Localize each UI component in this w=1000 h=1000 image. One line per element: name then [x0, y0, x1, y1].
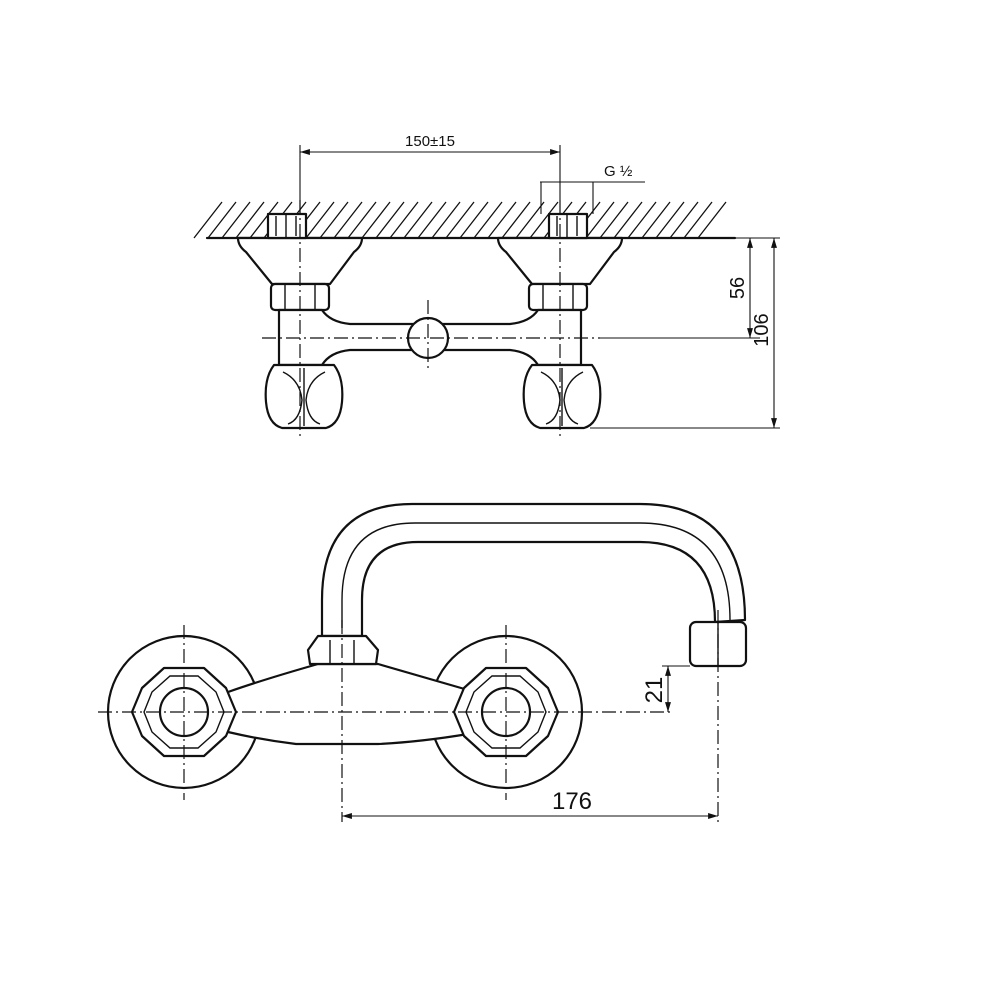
hatch-line: [683, 201, 713, 239]
spout-drop-label: 21: [641, 677, 668, 704]
hatch-line: [515, 201, 545, 239]
hatch-line: [319, 201, 349, 239]
hatch-line: [445, 201, 475, 239]
hatch-line: [473, 201, 503, 239]
hatch-line: [697, 201, 727, 239]
hatch-line: [221, 201, 251, 239]
hatch-line: [655, 201, 685, 239]
hatch-line: [235, 201, 265, 239]
spout-pipe: [320, 502, 747, 638]
hatch-line: [529, 201, 559, 239]
thread-label: G ½: [604, 163, 633, 180]
right-inlet-stub: [547, 212, 589, 240]
hatch-line: [347, 201, 377, 239]
hatch-line: [417, 201, 447, 239]
hatch-line: [431, 201, 461, 239]
hatch-line: [375, 201, 405, 239]
hatch-line: [207, 201, 237, 239]
hatch-line: [613, 201, 643, 239]
hatch-line: [599, 201, 629, 239]
hatch-line: [389, 201, 419, 239]
spout-reach-label: 176: [552, 788, 592, 815]
total-height-label: 106: [751, 313, 773, 346]
hatch-line: [627, 201, 657, 239]
top-view: 150±15 G ½ 56 106: [193, 133, 780, 440]
hatch-line: [333, 201, 363, 239]
hatch-line: [459, 201, 489, 239]
spacing-dimension-label: 150±15: [405, 133, 455, 150]
hatch-line: [487, 201, 517, 239]
hatch-line: [249, 201, 279, 239]
hatch-line: [305, 201, 335, 239]
hatch-line: [585, 201, 615, 239]
front-view: 21 176: [98, 502, 748, 822]
mixer-body-front: [226, 662, 470, 746]
hatch-line: [641, 201, 671, 239]
axis-height-label: 56: [727, 277, 749, 299]
hatch-line: [669, 201, 699, 239]
hatch-line: [501, 201, 531, 239]
hatch-line: [361, 201, 391, 239]
hatch-line: [403, 201, 433, 239]
hatch-line: [193, 201, 223, 239]
spout-nut: [306, 634, 380, 666]
right-nut: [527, 282, 589, 312]
